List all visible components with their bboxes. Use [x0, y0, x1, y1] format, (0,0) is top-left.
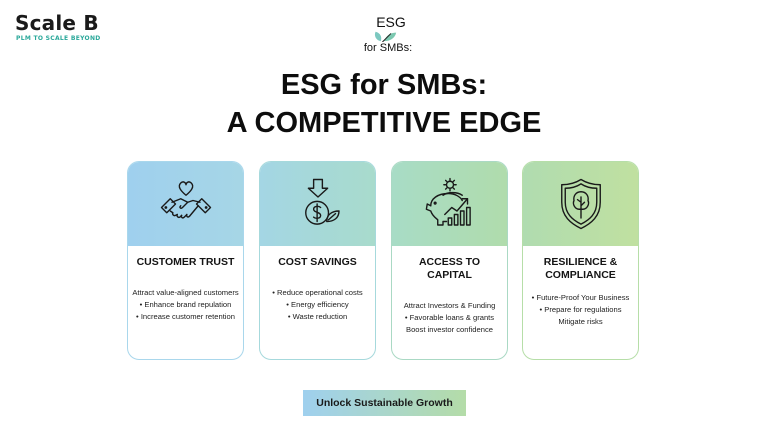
- card-title-line2: COMPLIANCE: [545, 269, 616, 281]
- esg-mark-line1: ESG: [376, 14, 406, 30]
- esg-mark: ESG for SMBs:: [350, 14, 420, 54]
- card-title: RESILIENCE & COMPLIANCE: [523, 256, 638, 282]
- card-line: • Favorable loans & grants: [404, 313, 495, 322]
- logo: Scale B PLM TO SCALE BEYOND: [15, 12, 101, 42]
- dollar-savings-icon: [304, 178, 340, 225]
- card-line: Attract value-aligned customers: [132, 288, 239, 297]
- heart-handshake-icon: [160, 181, 211, 219]
- piggy-bank-growth-icon: [425, 177, 471, 226]
- card-line: Boost investor confidence: [406, 325, 493, 334]
- logo-tagline: PLM TO SCALE BEYOND: [16, 35, 101, 42]
- esg-mark-line2: for SMBs:: [363, 42, 413, 54]
- card-lines: • Reduce operational costs • Energy effi…: [260, 287, 375, 323]
- card-line: • Waste reduction: [287, 312, 348, 321]
- card-title: COST SAVINGS: [278, 256, 357, 268]
- logo-name: Scale B: [15, 11, 99, 35]
- card-line: Attract Investors & Funding: [403, 301, 496, 310]
- card-line: • Enhance brand repulation: [139, 300, 232, 309]
- card-line: • Prepare for regulations: [539, 305, 622, 314]
- card-title: ACCESS TO CAPITAL: [418, 256, 481, 281]
- card-line: Mitigate risks: [558, 317, 603, 326]
- card-lines: Attract Investors & Funding • Favorable …: [392, 300, 507, 336]
- card-line: • Increase customer retention: [136, 312, 235, 321]
- unlock-growth-banner: Unlock Sustainable Growth: [303, 390, 466, 416]
- card-header: [392, 162, 507, 246]
- page-title-line2: A COMPETITIVE EDGE: [226, 107, 542, 139]
- card-header: [128, 162, 243, 246]
- leaf-icon: [374, 31, 397, 42]
- card-header: [523, 162, 638, 246]
- card-title: CUSTOMER TRUST: [136, 256, 235, 268]
- card-lines: Attract value-aligned customers • Enhanc…: [128, 287, 243, 323]
- shield-tree-icon: [560, 178, 601, 230]
- card-line: • Energy efficiency: [286, 300, 349, 309]
- card-title-line1: RESILIENCE &: [543, 256, 618, 268]
- card-lines: • Future-Proof Your Business • Prepare f…: [523, 292, 638, 328]
- card-access-to-capital: ACCESS TO CAPITAL Attract Investors & Fu…: [391, 161, 508, 360]
- card-line: • Reduce operational costs: [272, 288, 363, 297]
- card-header: [260, 162, 375, 246]
- card-line: • Future-Proof Your Business: [531, 293, 630, 302]
- card-resilience-compliance: RESILIENCE & COMPLIANCE • Future-Proof Y…: [522, 161, 639, 360]
- page-title-line1: ESG for SMBs:: [280, 69, 488, 101]
- card-customer-trust: CUSTOMER TRUST Attract value-aligned cus…: [127, 161, 244, 360]
- card-cost-savings: COST SAVINGS • Reduce operational costs …: [259, 161, 376, 360]
